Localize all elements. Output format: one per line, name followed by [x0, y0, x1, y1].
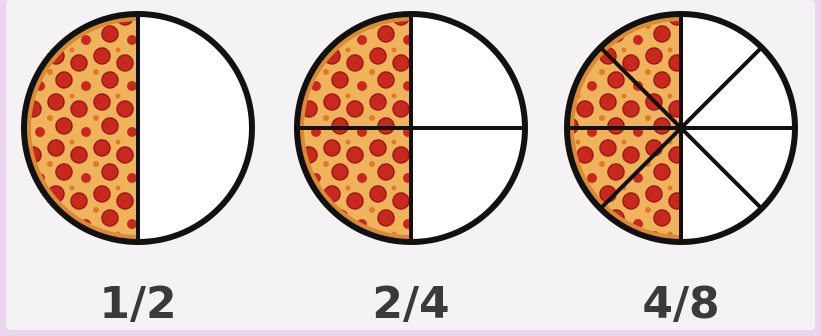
pizza-two-quarters: [297, 14, 525, 242]
pizza-four-eighths: [567, 14, 795, 242]
fraction-label-2-4: 2/4: [372, 278, 449, 329]
fraction-label-1-2: 1/2: [99, 278, 176, 329]
fraction-label-4-8: 4/8: [642, 278, 719, 329]
pizza-half: [24, 14, 252, 242]
pepperoni-toppings: [31, 21, 138, 235]
